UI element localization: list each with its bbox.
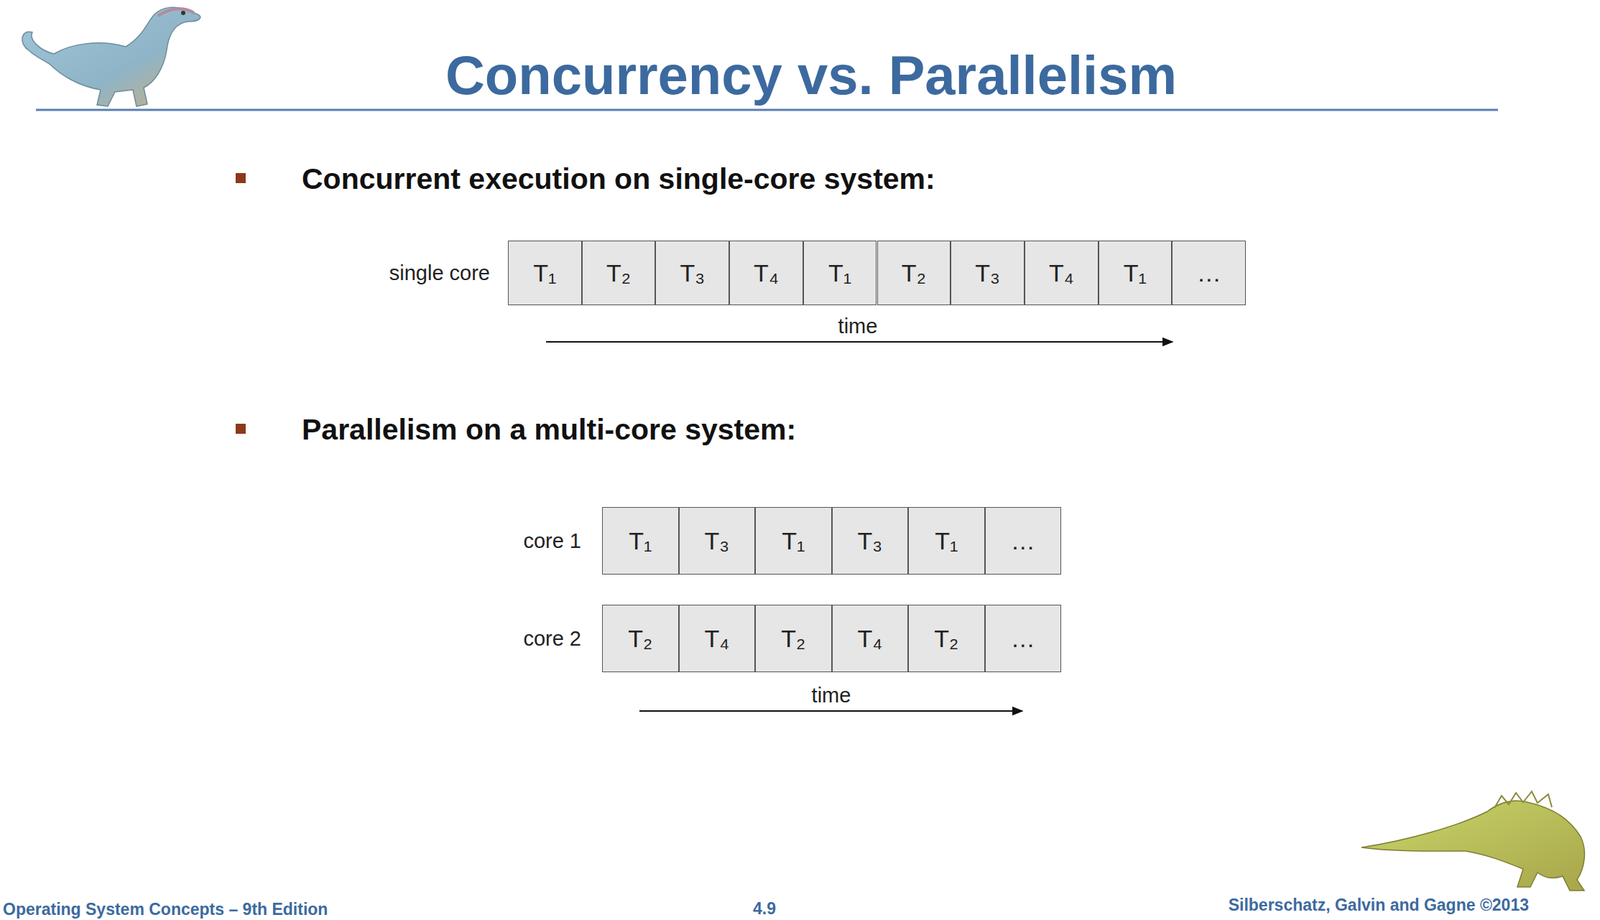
row-label: core 2 (523, 627, 582, 651)
thread-label: T₁ (781, 527, 805, 556)
time-slice-cell: T₃ (655, 240, 730, 306)
thread-label: T₃ (704, 527, 730, 556)
thread-label: … (1010, 625, 1036, 654)
thread-label: T₄ (753, 259, 779, 288)
time-slice-cell: T₂ (602, 604, 679, 673)
thread-label: T₁ (828, 259, 852, 288)
bullet-square (235, 423, 246, 434)
row-label: core 1 (523, 529, 582, 554)
time-slice-cell: T₂ (581, 240, 656, 306)
time-slice-cell: … (1171, 240, 1246, 306)
row-label: single core (389, 261, 490, 286)
slide-title: Concurrency vs. Parallelism (445, 43, 1177, 107)
thread-label: T₂ (627, 625, 653, 654)
time-slice-cell: T₁ (803, 240, 878, 306)
axis-label: time (838, 314, 878, 339)
bullet-square (235, 173, 246, 184)
time-arrow (639, 710, 1023, 712)
thread-label: T₂ (780, 625, 806, 654)
dinosaur-top-left (22, 7, 201, 107)
time-arrow (546, 341, 1173, 343)
page-number: 4.9 (752, 899, 776, 919)
section-heading: Concurrent execution on single-core syst… (301, 162, 936, 197)
footer-text: Operating System Concepts – 9th Edition (2, 900, 328, 920)
time-slice-cell: … (985, 507, 1062, 575)
thread-label: T₂ (933, 625, 959, 654)
thread-label: T₄ (704, 625, 730, 654)
thread-label: T₁ (628, 527, 652, 556)
thread-label: T₂ (606, 259, 631, 288)
title-rule (35, 109, 1498, 112)
thread-label: T₂ (901, 259, 927, 288)
thread-label: T₄ (857, 625, 883, 654)
thread-label: … (1196, 259, 1222, 288)
time-slice-cell: T₃ (678, 507, 756, 575)
time-slice-cell: T₁ (1098, 240, 1173, 306)
time-slice-cell: T₂ (755, 604, 832, 673)
time-slice-cell: T₁ (755, 507, 832, 575)
time-slice-cell: T₄ (729, 240, 804, 306)
time-slice-cell: T₁ (602, 507, 679, 575)
time-slice-cell: T₂ (877, 240, 952, 306)
footer-text: Silberschatz, Galvin and Gagne ©2013 (1228, 895, 1529, 916)
time-slice-cell: T₄ (1024, 240, 1099, 306)
thread-label: T₃ (679, 259, 705, 288)
thread-label: T₃ (857, 527, 883, 556)
thread-label: … (1010, 527, 1036, 556)
time-slice-cell: … (985, 604, 1062, 673)
thread-label: T₃ (974, 259, 1001, 288)
time-slice-cell: T₃ (950, 240, 1025, 306)
thread-label: T₄ (1048, 259, 1075, 288)
time-slice-cell: T₄ (678, 604, 756, 673)
time-slice-cell: T₃ (831, 507, 909, 575)
time-slice-cell: T₄ (831, 604, 909, 673)
thread-label: T₁ (533, 259, 557, 288)
time-slice-cell: T₁ (908, 507, 986, 575)
thread-label: T₁ (1123, 259, 1147, 288)
axis-label: time (811, 683, 852, 708)
thread-label: T₁ (934, 527, 958, 556)
dinosaur-bottom-right (1361, 791, 1585, 891)
time-slice-cell: T₂ (908, 604, 986, 673)
section-heading: Parallelism on a multi-core system: (301, 413, 797, 447)
time-slice-cell: T₁ (507, 240, 582, 306)
